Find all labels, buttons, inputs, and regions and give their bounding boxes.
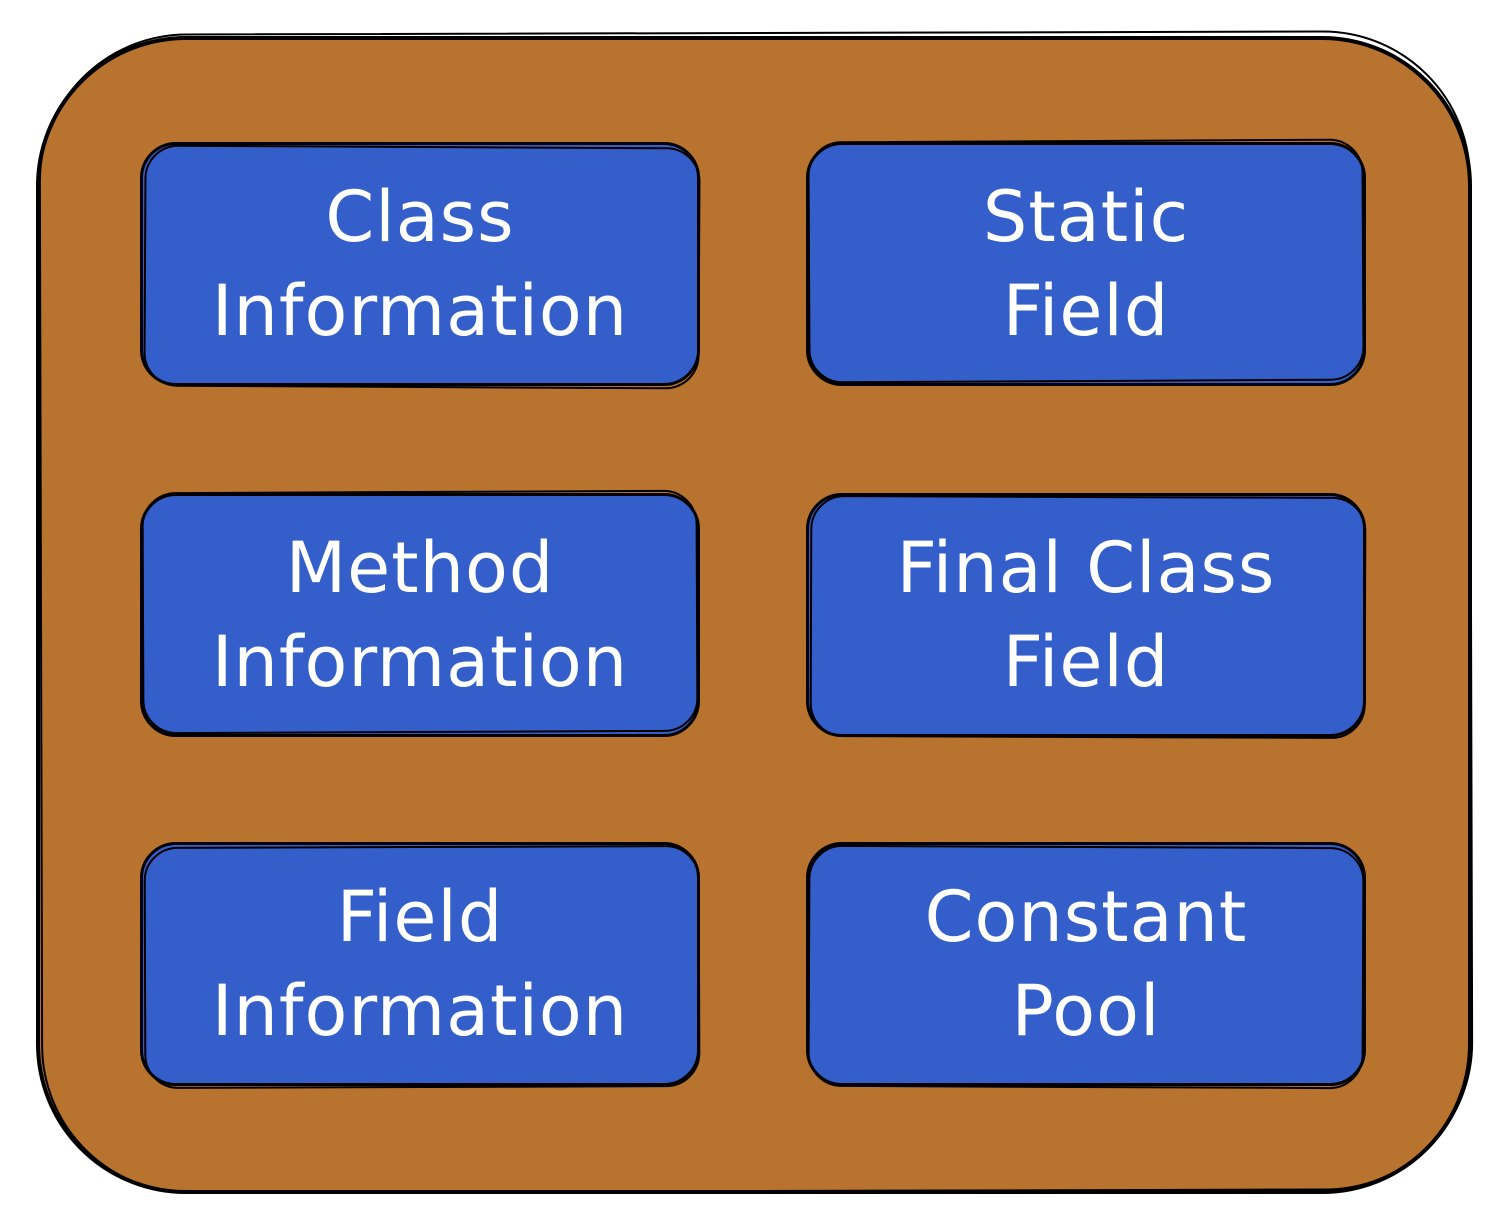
box-label: Static Field: [983, 170, 1189, 358]
box-label-line: Field: [336, 876, 504, 958]
box-label-line: Information: [211, 270, 629, 352]
box-label-line: Method: [285, 527, 555, 609]
box-label: Final Class Field: [897, 521, 1276, 709]
class-information-box: Class Information: [140, 142, 700, 386]
box-label: Class Information: [212, 170, 628, 358]
static-field-box: Static Field: [806, 142, 1366, 386]
box-label-line: Class: [325, 176, 515, 258]
box-label: Field Information: [212, 870, 628, 1058]
field-information-box: Field Information: [140, 842, 700, 1086]
method-information-box: Method Information: [140, 493, 700, 737]
box-label-line: Pool: [1011, 970, 1161, 1052]
constant-pool-box: Constant Pool: [806, 842, 1366, 1086]
box-label-line: Field: [1002, 270, 1170, 352]
box-label-line: Field: [1002, 621, 1170, 703]
box-label-line: Static: [982, 176, 1190, 258]
final-class-field-box: Final Class Field: [806, 493, 1366, 737]
box-label-line: Information: [211, 970, 629, 1052]
box-label-line: Constant: [924, 876, 1248, 958]
box-label: Method Information: [212, 521, 628, 709]
box-label-line: Information: [211, 621, 629, 703]
box-label: Constant Pool: [925, 870, 1248, 1058]
box-label-line: Final Class: [896, 527, 1276, 609]
